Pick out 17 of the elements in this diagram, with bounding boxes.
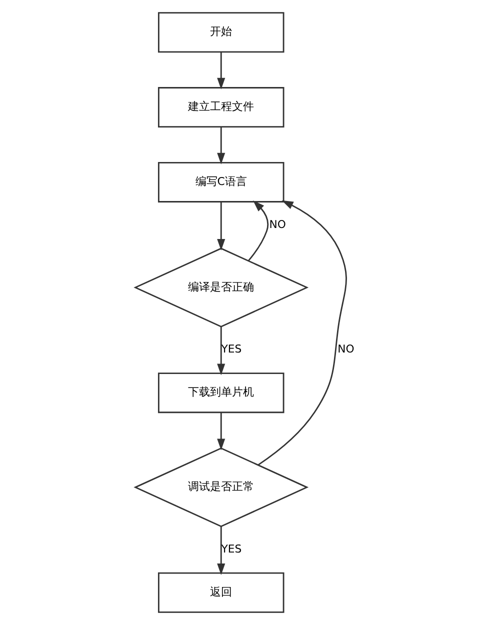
node-diamond: 编译是否正确 xyxy=(133,248,308,328)
node-diamond: 调试是否正常 xyxy=(133,447,308,528)
arrow xyxy=(216,127,225,164)
edge-label: NO xyxy=(268,218,286,231)
arrow xyxy=(216,412,225,450)
node-box: 编写C语言 xyxy=(157,162,284,202)
arrow xyxy=(247,200,268,262)
arrow xyxy=(216,326,225,376)
arrow xyxy=(216,202,225,251)
arrow xyxy=(216,52,225,90)
node-box: 返回 xyxy=(157,572,284,613)
node-box: 下载到单片机 xyxy=(157,372,284,414)
arrow xyxy=(257,200,346,466)
node-box: 开始 xyxy=(157,12,284,53)
edge-label: NO xyxy=(337,342,354,356)
arrow xyxy=(216,526,225,576)
node-box: 建立工程文件 xyxy=(157,87,284,128)
